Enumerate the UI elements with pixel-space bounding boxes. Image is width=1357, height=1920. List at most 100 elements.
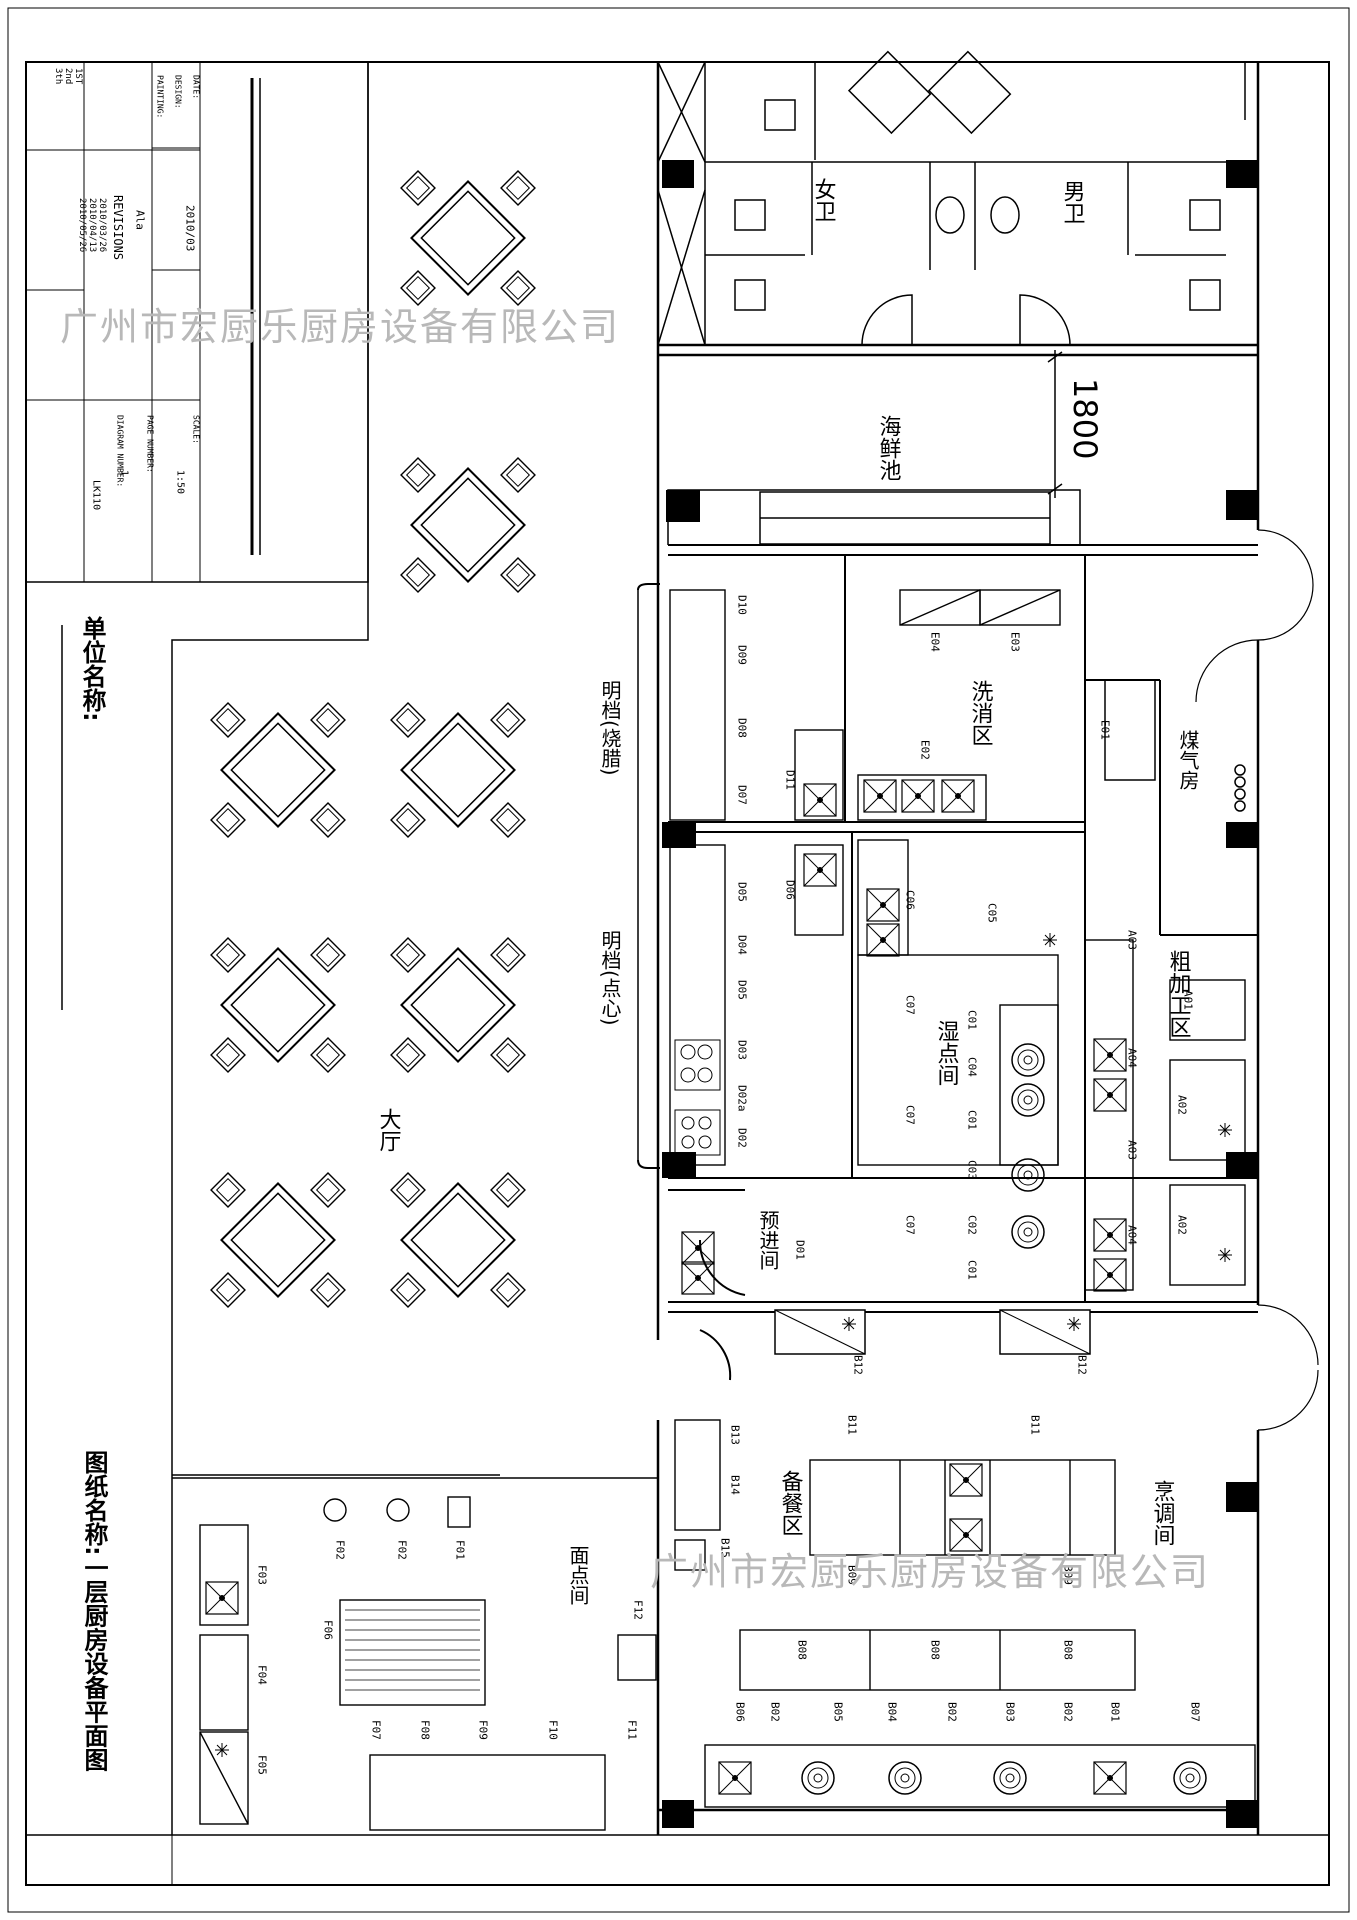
code-d06: D06 — [784, 880, 797, 900]
code-f09: F09 — [477, 1720, 490, 1740]
seafood-pool — [667, 489, 1081, 545]
room-hall: 大厅 — [376, 1108, 402, 1152]
code-b02b: B02 — [946, 1702, 959, 1722]
code-b02a: B02 — [769, 1702, 782, 1722]
value-date: 2010/03 — [184, 205, 197, 251]
code-a04b: A04 — [1126, 1225, 1139, 1245]
code-d11: D11 — [784, 770, 797, 790]
code-e03: E03 — [1009, 632, 1022, 652]
code-b05: B05 — [832, 1702, 845, 1722]
code-d10: D10 — [736, 595, 749, 615]
room-rough-processing: 粗加工区 — [1166, 950, 1192, 1038]
code-b08b: B08 — [929, 1640, 942, 1660]
room-dimsum: 湿点间 — [934, 1020, 960, 1086]
code-d02: D02 — [736, 1128, 749, 1148]
dimsum-range — [674, 1039, 721, 1156]
code-c03: C03 — [966, 1160, 979, 1180]
code-b09a: B09 — [846, 1565, 859, 1585]
code-e01: E01 — [1099, 720, 1112, 740]
code-b15: B15 — [719, 1538, 732, 1558]
value-scale: 1:50 — [175, 470, 186, 494]
room-open-kitchen-dimsum: 明档(点心) — [598, 930, 622, 1026]
code-d07: D07 — [736, 785, 749, 805]
equipment-code-labels: D10 D09 D08 D07 D11 D06 D05 D04 D05 D03 … — [256, 595, 1202, 1775]
watermark-horizontal-top: 广州市宏厨乐厨房设备有限公司 — [60, 305, 620, 349]
code-d02a: D02a — [736, 1085, 749, 1112]
value-page-number: 1 — [119, 470, 130, 476]
fridge-row — [775, 1310, 1090, 1354]
label-page-number: PAGE NUMBER: — [146, 415, 155, 473]
room-womens-wc: 女卫 — [811, 178, 836, 222]
code-c05: C05 — [986, 903, 999, 923]
unit-name-label: 单位名称: — [78, 616, 106, 722]
code-a03b: A03 — [1126, 1140, 1139, 1160]
code-e02: E02 — [919, 740, 932, 760]
code-b11a: B11 — [846, 1415, 859, 1435]
code-c07b: C07 — [904, 1105, 917, 1125]
room-seafood-pool: 海鲜池 — [876, 415, 902, 481]
code-c01a: C01 — [966, 1010, 979, 1030]
code-d03: D03 — [736, 1040, 749, 1060]
code-f10: F10 — [547, 1720, 560, 1740]
code-f07: F07 — [370, 1720, 383, 1740]
code-c01c: C01 — [966, 1260, 979, 1280]
rev-2-date: 2010/04/13 — [87, 198, 97, 252]
code-d01: D01 — [794, 1240, 807, 1260]
code-c06: C06 — [904, 890, 917, 910]
code-f11: F11 — [626, 1720, 639, 1740]
room-cooking: 烹调间 — [1150, 1480, 1176, 1546]
exterior-doors — [1195, 529, 1319, 1431]
code-f08: F08 — [419, 1720, 432, 1740]
drawing-name-label: 图纸名称:一层厨房设备平面图 — [80, 1450, 109, 1773]
code-e04: E04 — [929, 632, 942, 652]
worktable-hatch — [345, 1609, 480, 1691]
code-b06: B06 — [734, 1702, 747, 1722]
room-gas: 煤气房 — [1176, 730, 1200, 790]
code-d05a: D05 — [736, 882, 749, 902]
open-kitchen-counters — [669, 589, 1246, 1291]
code-d05b: D05 — [736, 980, 749, 1000]
code-c02: C02 — [966, 1215, 979, 1235]
code-b13: B13 — [729, 1425, 742, 1445]
code-f12: F12 — [632, 1600, 645, 1620]
room-open-kitchen-roast: 明档(烧腊) — [598, 680, 622, 776]
code-b11b: B11 — [1029, 1415, 1042, 1435]
code-b08a: B08 — [796, 1640, 809, 1660]
code-b08c: B08 — [1062, 1640, 1075, 1660]
code-c07c: C07 — [904, 1215, 917, 1235]
code-b12a: B12 — [852, 1355, 865, 1375]
code-f04: F04 — [256, 1665, 269, 1685]
code-b01: B01 — [1109, 1702, 1122, 1722]
code-a02a: A02 — [1176, 1095, 1189, 1115]
code-f02b: F02 — [396, 1540, 409, 1560]
code-b09b: B09 — [1062, 1565, 1075, 1585]
code-f01: F01 — [454, 1540, 467, 1560]
dimension-value: 1800 — [1066, 378, 1104, 459]
code-c07a: C07 — [904, 995, 917, 1015]
code-f02a: F02 — [334, 1540, 347, 1560]
prep-counters — [674, 1419, 1256, 1808]
label-painting: PAINTING: — [156, 75, 165, 118]
rev-3-date: 2010/05/26 — [77, 198, 87, 252]
pastry-equipment — [199, 1496, 657, 1831]
room-pre-entry: 预进间 — [756, 1210, 780, 1270]
label-date: DATE: — [192, 75, 201, 99]
building-walls — [656, 62, 1260, 1835]
label-diagram-number: DIAGRAM NUMBER: — [116, 415, 125, 487]
rev-2: 2nd — [63, 68, 73, 84]
code-d04: D04 — [736, 935, 749, 955]
value-diagram-number: LK110 — [91, 480, 102, 510]
label-scale: SCALE: — [192, 415, 201, 444]
toilet-area — [657, 50, 1246, 346]
code-f06: F06 — [322, 1620, 335, 1640]
code-d09: D09 — [736, 645, 749, 665]
code-b12b: B12 — [1076, 1355, 1089, 1375]
room-prep-area: 备餐区 — [778, 1470, 804, 1536]
code-f05: F05 — [256, 1755, 269, 1775]
room-pastry: 面点间 — [566, 1545, 590, 1605]
dimension-line — [1047, 350, 1063, 498]
value-painting: Ala — [134, 210, 147, 230]
code-a02b: A02 — [1176, 1215, 1189, 1235]
revisions-heading: REVISIONS — [111, 195, 125, 260]
